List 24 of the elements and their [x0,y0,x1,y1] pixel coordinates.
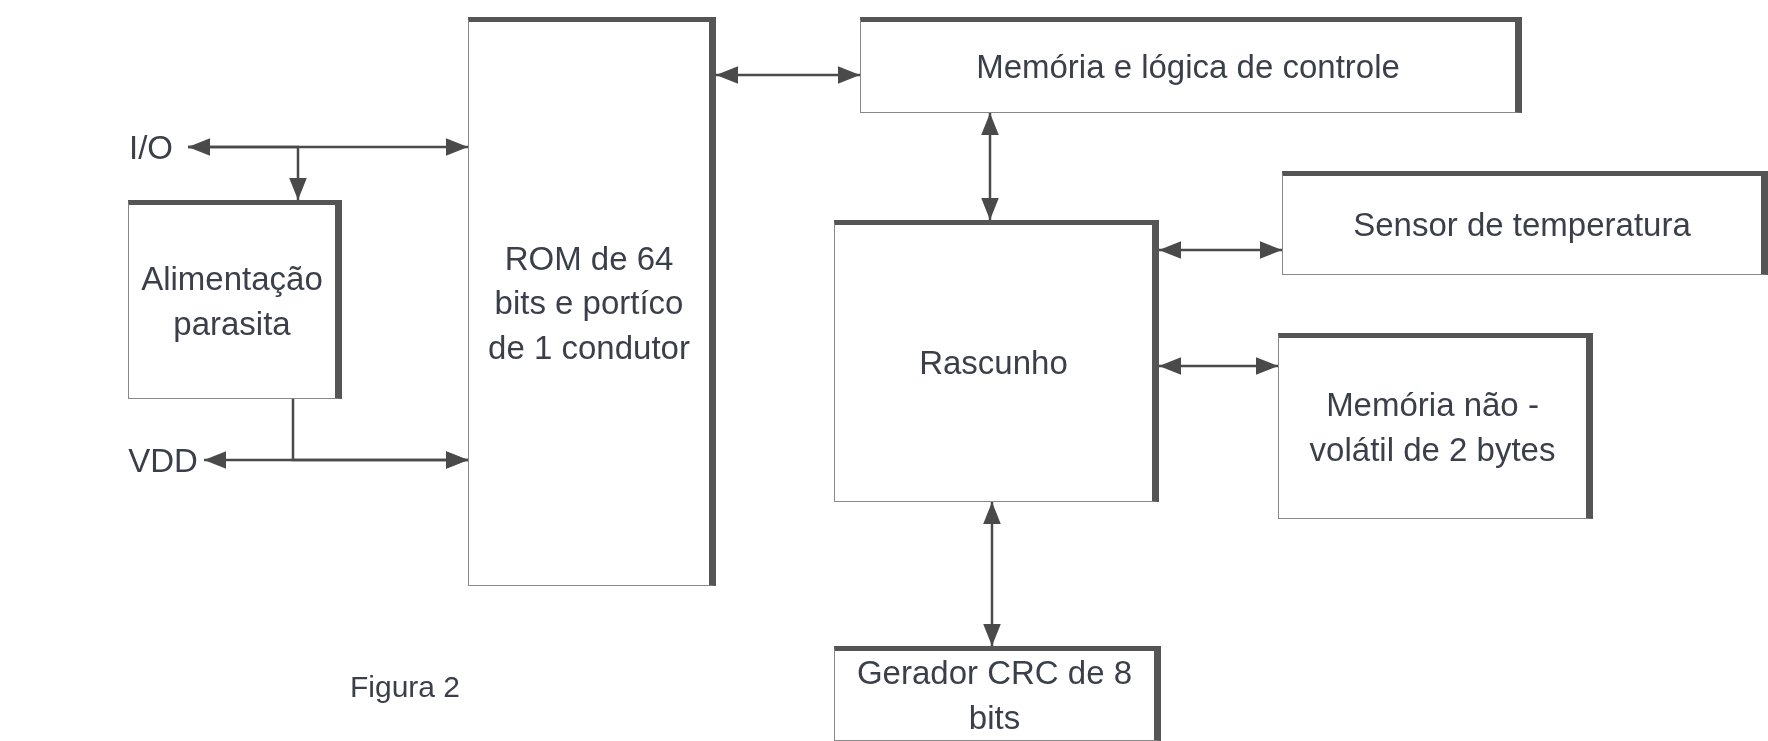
figure-caption: Figura 2 [350,670,461,704]
signal-label: I/O [129,127,173,168]
block-box [860,17,1522,113]
block-box [1282,171,1768,275]
block-box [468,17,716,586]
block-label: Memória não - volátil de 2 bytes [1308,385,1557,470]
block-box [1278,333,1593,519]
block-label: Alimentação parasita [140,258,324,344]
arrow [716,66,860,84]
arrow [291,399,468,469]
arrow [981,113,999,220]
block-box [128,200,342,399]
arrow [983,502,1001,646]
block-label: Sensor de temperatura [1353,204,1691,245]
signal-label: VDD [128,440,198,481]
block-box [834,646,1161,741]
block-label: Rascunho [919,342,1068,383]
block-label: Gerador CRC de 8 bits [855,652,1134,738]
block-box [834,220,1159,502]
arrow [188,145,307,200]
arrow [1159,357,1278,375]
block-label: Memória e lógica de controle [976,46,1400,87]
block-label: ROM de 64 bits e portíco de 1 condutor [487,238,691,368]
arrow [1159,241,1282,259]
